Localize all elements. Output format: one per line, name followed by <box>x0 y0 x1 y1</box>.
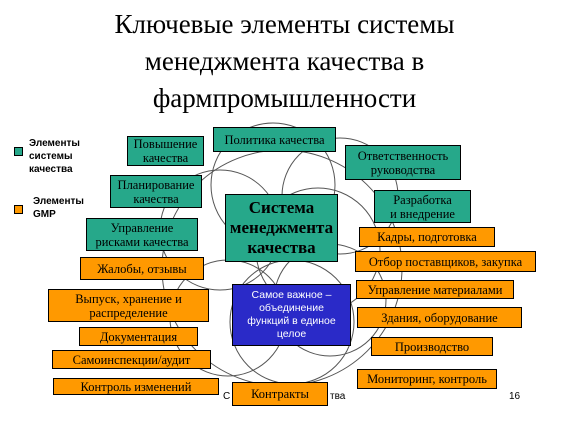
box-quality-planning: Планирование качества <box>110 175 202 208</box>
box-label: качества <box>133 191 179 206</box>
box-label: Повышение <box>133 137 198 151</box>
box-monitoring: Мониторинг, контроль <box>357 369 497 389</box>
box-suppliers: Отбор поставщиков, закупка <box>355 251 536 272</box>
box-production: Производство <box>371 337 493 356</box>
box-materials: Управление материалами <box>356 280 514 299</box>
box-core-message: Самое важное – объединение функций в еди… <box>232 284 351 346</box>
box-qms-center: Система менеджмента качества <box>225 194 338 262</box>
box-self-inspection: Самоинспекции/аудит <box>52 350 211 369</box>
legend-quality-line: качества <box>29 164 73 175</box>
box-label: и внедрение <box>390 206 455 221</box>
box-label: руководства <box>370 162 436 177</box>
box-label: Самоинспекции/аудит <box>72 352 191 367</box>
box-risk-management: Управление рисками качества <box>86 218 198 251</box>
box-label: Ответственность <box>357 148 449 163</box>
core-line: Самое важное – <box>251 289 332 301</box>
box-label: Производство <box>394 339 470 354</box>
title-line-3: фармпромышленности <box>152 83 417 113</box>
box-release-storage: Выпуск, хранение и распределение <box>48 289 209 322</box>
center-label: менеджмента <box>229 218 334 237</box>
box-change-control: Контроль изменений <box>53 378 219 395</box>
box-label: Жалобы, отзывы <box>97 261 187 276</box>
box-label: Выпуск, хранение и <box>75 291 182 306</box>
center-label: Система <box>248 198 315 217</box>
legend-gmp-line: GMP <box>33 209 56 220</box>
box-complaints: Жалобы, отзывы <box>80 257 204 280</box>
core-line: объединение <box>259 302 324 314</box>
box-contracts: Контракты <box>232 382 328 406</box>
box-label: Управление материалами <box>367 282 503 297</box>
box-label: Документация <box>99 329 178 344</box>
box-personnel: Кадры, подготовка <box>359 227 495 247</box>
box-label: Разработка <box>393 192 452 207</box>
footer-text-right: тва <box>330 391 346 402</box>
box-label: Здания, оборудование <box>381 310 498 325</box>
legend-quality-line: системы <box>29 151 73 162</box>
box-label: Отбор поставщиков, закупка <box>368 254 523 269</box>
slide-title: Ключевые элементы системы менеджмента ка… <box>0 6 569 117</box>
legend-quality-label: Элементы системы качества <box>29 137 80 176</box>
box-management-responsibility: Ответственность руководства <box>345 145 461 180</box>
legend-gmp-line: Элементы <box>33 196 84 207</box>
box-label: Политика качества <box>224 132 325 147</box>
footer-text-left: С <box>223 391 231 402</box>
box-label: рисками качества <box>95 234 189 249</box>
box-development: Разработка и внедрение <box>374 190 471 223</box>
box-label: качества <box>142 151 189 165</box>
box-label: распределение <box>89 305 168 320</box>
core-line: функций в единое <box>247 315 336 327</box>
box-label: Мониторинг, контроль <box>367 372 487 386</box>
core-line: целое <box>276 328 307 340</box>
box-label: Кадры, подготовка <box>377 230 477 244</box>
legend-gmp-label: Элементы GMP <box>33 195 84 221</box>
box-label: Контроль изменений <box>80 379 192 394</box>
box-label: Контракты <box>251 387 309 401</box>
box-quality-policy: Политика качества <box>213 127 336 152</box>
legend-gmp-swatch <box>14 205 23 214</box>
box-buildings: Здания, оборудование <box>357 307 522 328</box>
legend-quality-line: Элементы <box>29 138 80 149</box>
legend-quality-swatch <box>14 147 23 156</box>
box-label: Управление <box>110 220 174 235</box>
box-documentation: Документация <box>79 327 198 346</box>
center-label: качества <box>247 238 316 257</box>
title-line-1: Ключевые элементы системы <box>114 9 455 39</box>
box-label: Планирование <box>117 177 195 192</box>
box-quality-improvement: Повышение качества <box>127 136 204 166</box>
title-line-2: менеджмента качества в <box>144 46 425 76</box>
page-number: 16 <box>509 391 521 402</box>
